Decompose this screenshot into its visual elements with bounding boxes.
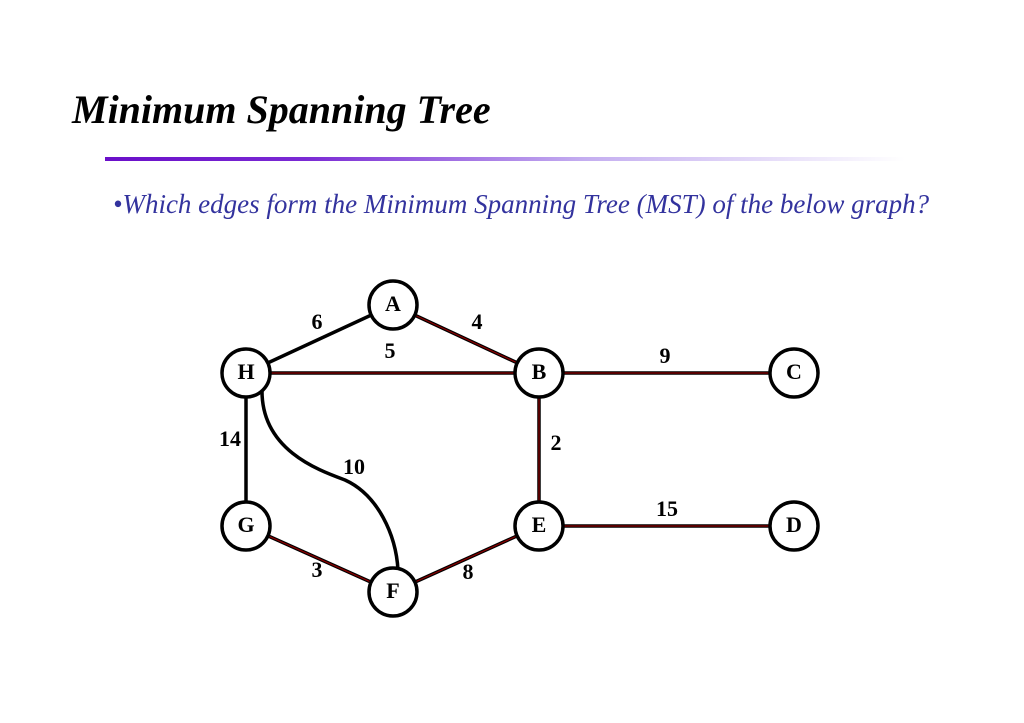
node-circle: [513, 347, 565, 399]
edge-weight-label: 14: [219, 426, 241, 451]
slide-title: Minimum Spanning Tree: [72, 87, 491, 132]
node-label: H: [237, 359, 254, 384]
node-circle: [367, 566, 419, 618]
question-text: •Which edges form the Minimum Spanning T…: [113, 189, 930, 219]
node-circle: [367, 279, 419, 331]
edge-weight-label: 8: [463, 559, 474, 584]
node-d: D: [768, 500, 820, 552]
edge-weight-label: 3: [312, 557, 323, 582]
edge-h-f: [260, 390, 400, 571]
node-h: H: [220, 347, 272, 399]
node-label: F: [386, 578, 399, 603]
node-label: G: [237, 512, 254, 537]
node-label: A: [385, 291, 401, 316]
node-c: C: [768, 347, 820, 399]
edge-highlight-a-b: [392, 304, 540, 374]
node-circle: [768, 500, 820, 552]
node-a: A: [367, 279, 419, 331]
edge-highlight-f-e: [392, 525, 540, 593]
edges-layer: 6 4 5 9 14 2 10 15 3 8: [219, 303, 794, 594]
edge-h-a: [245, 303, 394, 375]
node-circle: [220, 347, 272, 399]
node-circle: [513, 500, 565, 552]
node-b: B: [513, 347, 565, 399]
edge-weight-label: 2: [551, 430, 562, 455]
edge-weight-label: 9: [660, 343, 671, 368]
edge-weight-label: 6: [312, 309, 323, 334]
node-g: G: [220, 500, 272, 552]
edge-highlight-g-f: [245, 525, 394, 593]
node-label: E: [532, 512, 547, 537]
edge-weight-label: 15: [656, 496, 678, 521]
nodes-layer: A B C D E F G H: [220, 279, 820, 618]
node-e: E: [513, 500, 565, 552]
node-label: C: [786, 359, 802, 384]
node-label: B: [532, 359, 547, 384]
edge-weight-label: 5: [385, 338, 396, 363]
title-underline: [105, 157, 905, 161]
node-label: D: [786, 512, 802, 537]
edge-weight-label: 4: [472, 309, 483, 334]
node-circle: [768, 347, 820, 399]
node-circle: [220, 500, 272, 552]
node-f: F: [367, 566, 419, 618]
edge-weight-label: 10: [343, 454, 365, 479]
